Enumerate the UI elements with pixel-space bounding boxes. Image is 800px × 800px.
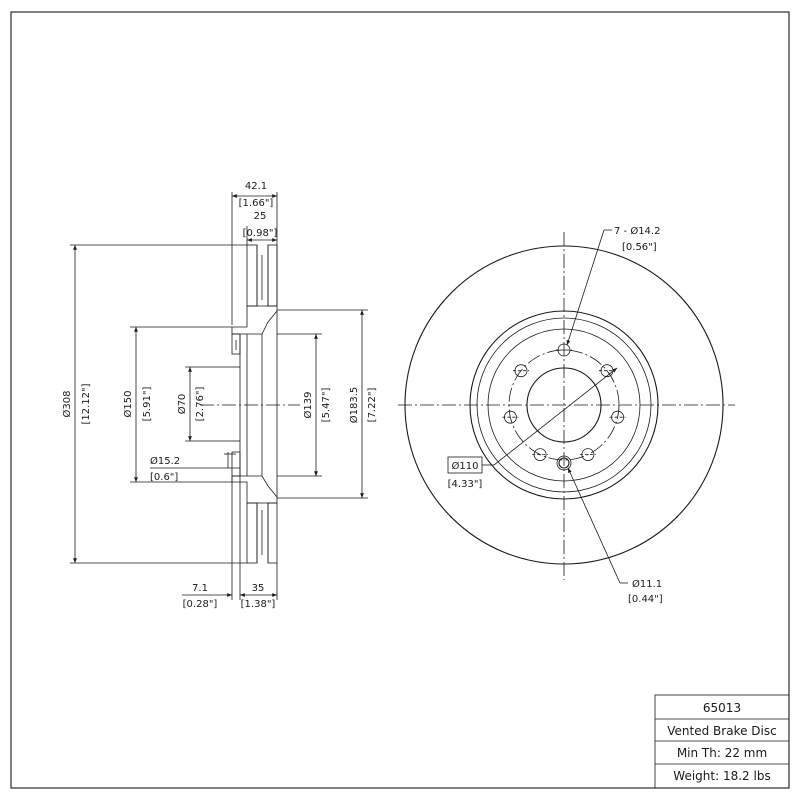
dim-outer-diameter-in: [12.12"] xyxy=(81,383,92,424)
dim-hat-depth: 35 xyxy=(252,583,265,594)
dim-small-hole: Ø15.2 xyxy=(150,455,180,467)
drawing-border xyxy=(10,11,790,789)
min-thickness: Min Th: 22 mm xyxy=(677,746,767,760)
dim-hat-outer-diameter: Ø150 xyxy=(122,391,134,418)
dim-center-bore: Ø70 xyxy=(176,394,188,415)
side-dimensions xyxy=(70,192,368,600)
dim-locator-hole-in: [0.44"] xyxy=(628,594,663,605)
dim-disc-thickness-in: [0.98"] xyxy=(243,228,278,239)
dim-inner-friction-diameter-in: [7.22"] xyxy=(367,388,378,423)
title-block xyxy=(654,694,790,789)
dim-outer-diameter: Ø308 xyxy=(61,391,73,418)
weight: Weight: 18.2 lbs xyxy=(673,769,770,783)
side-section-view xyxy=(200,244,300,564)
front-view xyxy=(398,232,735,580)
bolt-hole-group xyxy=(502,343,626,471)
dim-hub-diameter: Ø139 xyxy=(302,392,314,419)
dim-hub-diameter-in: [5.47"] xyxy=(321,388,332,423)
bolt-circle-label-box xyxy=(447,456,483,474)
locator-hole xyxy=(558,457,570,469)
part-number: 65013 xyxy=(703,701,741,715)
dim-bolt-circle-in: [4.33"] xyxy=(448,479,483,490)
dim-overall-height-in: [1.66"] xyxy=(239,198,274,209)
front-leaders xyxy=(447,229,628,584)
dim-overall-height: 42.1 xyxy=(245,181,267,192)
dim-center-bore-in: [2.76"] xyxy=(195,387,206,422)
dim-bolt-holes-in: [0.56"] xyxy=(622,242,657,253)
dim-hat-depth-in: [1.38"] xyxy=(241,599,276,610)
dim-hat-thickness: 7.1 xyxy=(192,583,208,594)
dim-bolt-circle: Ø110 xyxy=(452,460,479,472)
dim-small-hole-in: [0.6"] xyxy=(150,472,178,483)
dim-inner-friction-diameter: Ø183.5 xyxy=(348,387,360,424)
locator-hole-outline xyxy=(556,455,572,471)
dim-bolt-holes: 7 - Ø14.2 xyxy=(614,225,660,237)
dim-locator-hole: Ø11.1 xyxy=(632,578,662,590)
dim-hat-outer-diameter-in: [5.91"] xyxy=(142,387,153,422)
part-type: Vented Brake Disc xyxy=(667,724,776,738)
dim-hat-thickness-in: [0.28"] xyxy=(183,599,218,610)
dim-disc-thickness: 25 xyxy=(254,211,267,222)
